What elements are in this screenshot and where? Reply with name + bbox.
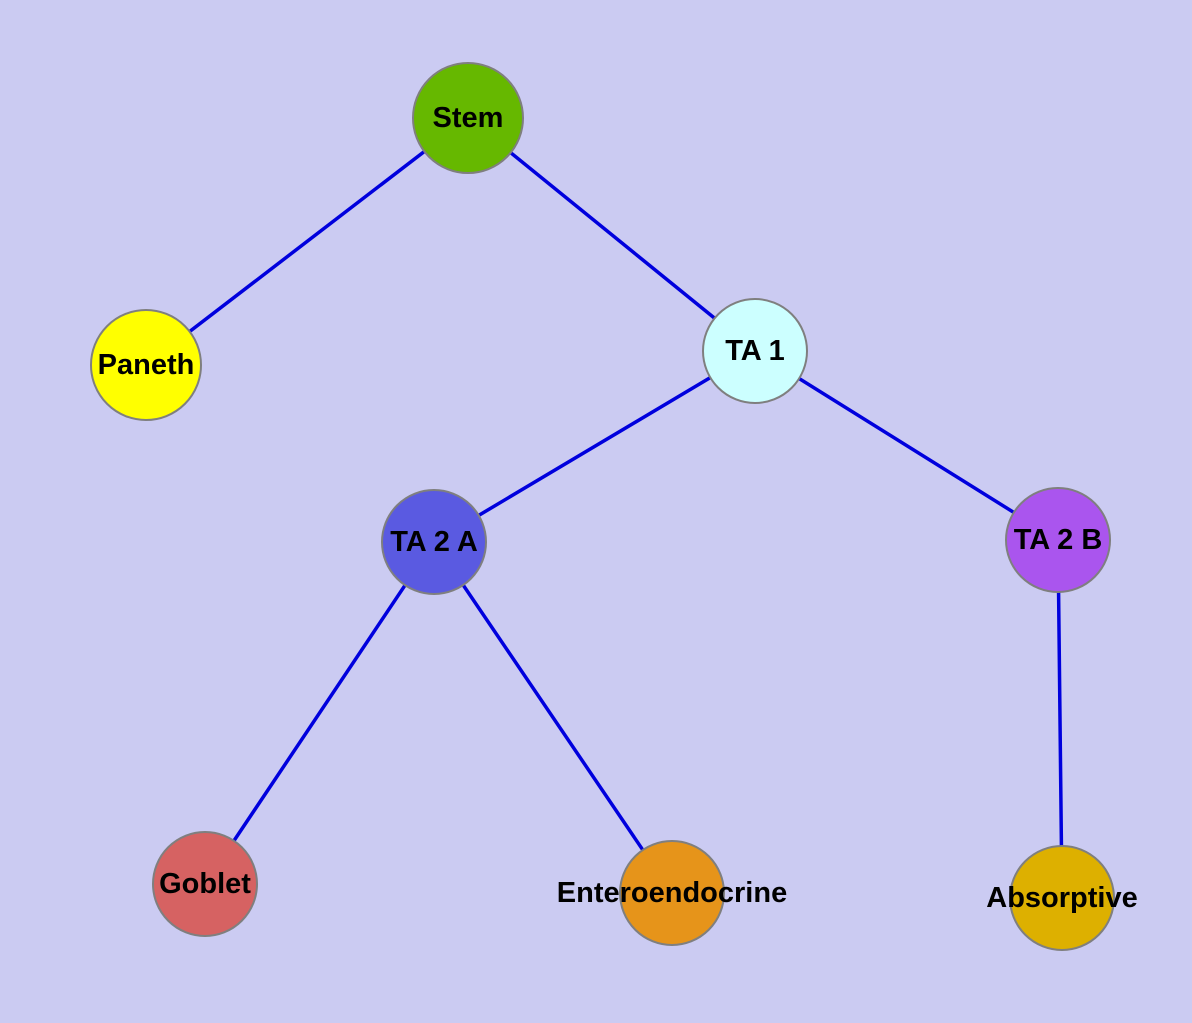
node-goblet[interactable]: Goblet [152, 831, 258, 937]
edges-layer [144, 116, 1064, 900]
node-circle-enteroendocrine[interactable] [619, 840, 725, 946]
edge-ta2a-goblet [203, 540, 436, 886]
node-circle-absorptive[interactable] [1009, 845, 1115, 951]
edge-stem-paneth [144, 116, 470, 367]
node-circle-ta2b[interactable] [1005, 487, 1111, 593]
node-circle-paneth[interactable] [90, 309, 202, 421]
node-ta2a[interactable]: TA 2 A [381, 489, 487, 595]
edge-ta2b-absorptive [1056, 538, 1064, 900]
edge-ta1-ta2b [753, 349, 1060, 542]
node-circle-stem[interactable] [412, 62, 524, 174]
node-circle-ta2a[interactable] [381, 489, 487, 595]
node-ta2b[interactable]: TA 2 B [1005, 487, 1111, 593]
node-circle-ta1[interactable] [702, 298, 808, 404]
node-paneth[interactable]: Paneth [90, 309, 202, 421]
node-enteroendocrine[interactable]: Enteroendocrine [557, 840, 787, 946]
node-absorptive[interactable]: Absorptive [986, 845, 1138, 951]
node-stem[interactable]: Stem [412, 62, 524, 174]
node-circle-goblet[interactable] [152, 831, 258, 937]
node-ta1[interactable]: TA 1 [702, 298, 808, 404]
edge-ta1-ta2a [432, 349, 757, 544]
edge-stem-ta1 [466, 116, 757, 353]
edge-ta2a-enteroendocrine [432, 540, 674, 895]
